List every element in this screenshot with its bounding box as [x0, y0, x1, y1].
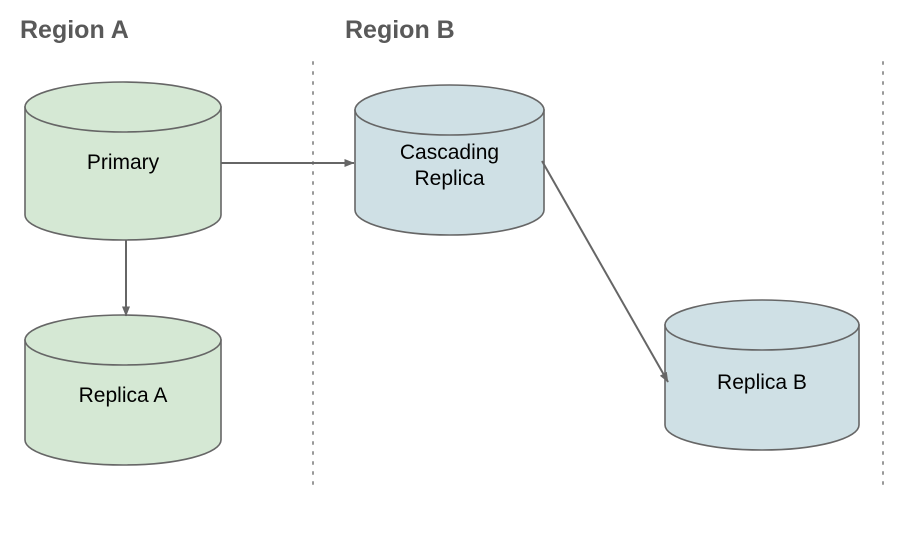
replica-a-cylinder-body: [24, 339, 222, 466]
cascading-replica-cylinder-body: [354, 109, 545, 236]
edge-cascading-to-replica-b: [541, 160, 669, 383]
cascading-replica-cylinder-top: [354, 84, 545, 136]
node-primary[interactable]: [24, 81, 222, 241]
region-b-label: Region B: [345, 16, 455, 44]
primary-cylinder-body: [24, 106, 222, 241]
node-replica-b[interactable]: [664, 299, 860, 451]
replica-a-cylinder-top: [24, 314, 222, 366]
replica-b-cylinder-top: [664, 299, 860, 351]
node-replica-a[interactable]: [24, 314, 222, 466]
replica-b-cylinder-body: [664, 324, 860, 451]
region-a-label: Region A: [20, 16, 129, 44]
region-dividers: [312, 61, 884, 491]
primary-cylinder-top: [24, 81, 222, 133]
node-cascading-replica[interactable]: [354, 84, 545, 236]
